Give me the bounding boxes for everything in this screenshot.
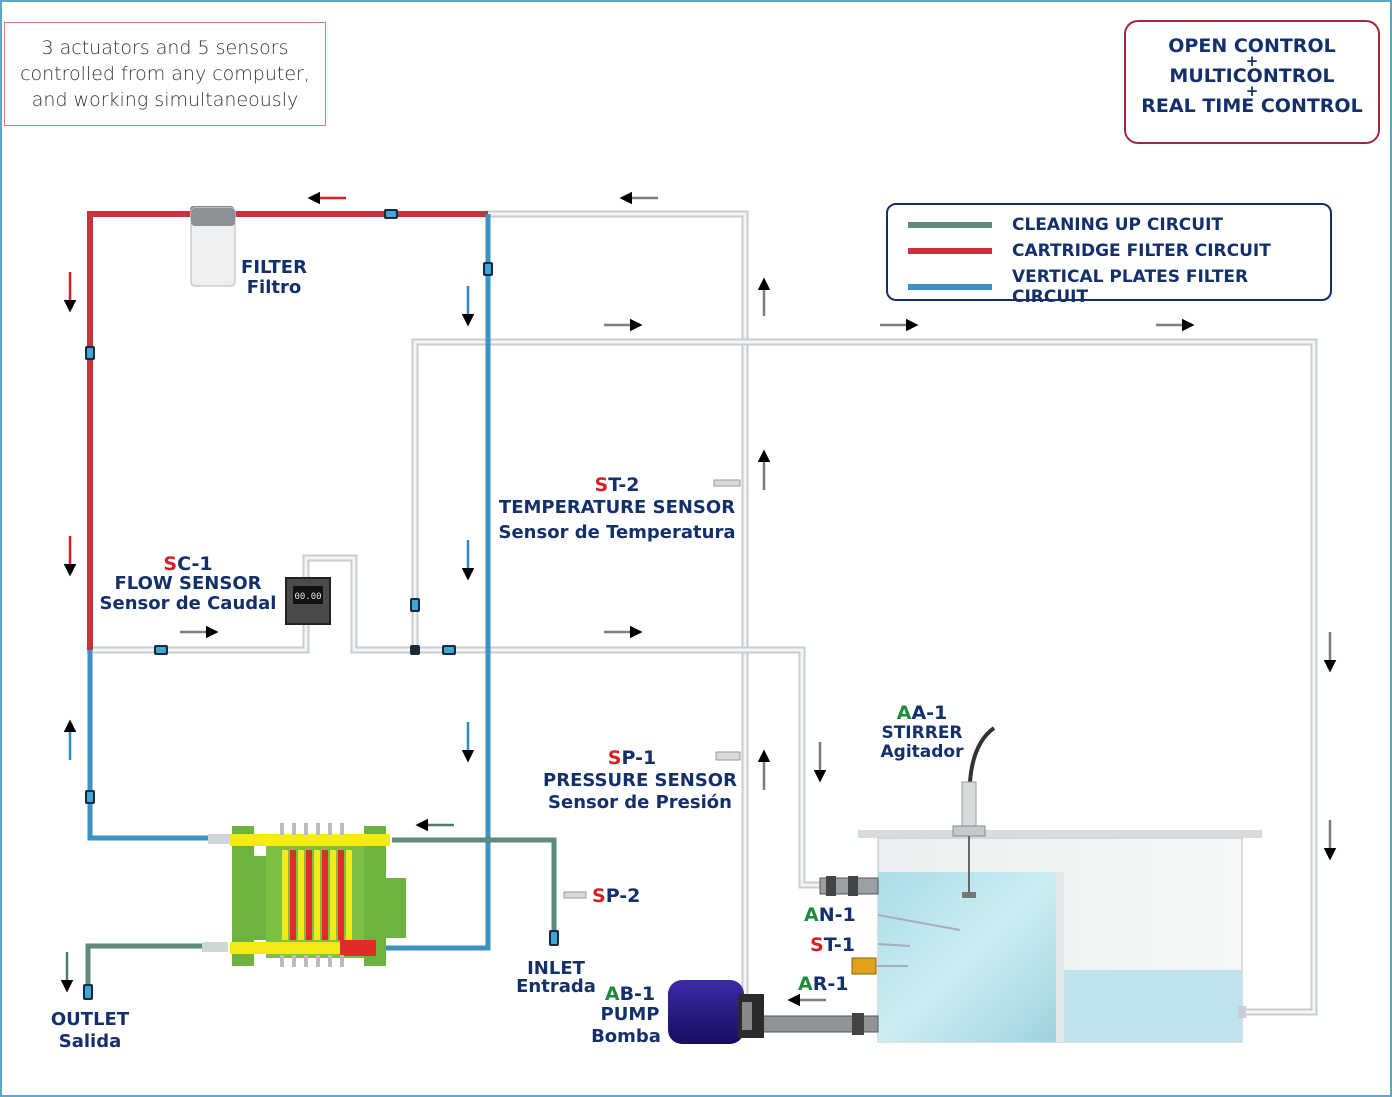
flow-sensor-device: 00.00 (285, 577, 331, 625)
ab1-en: PUMP (601, 1004, 660, 1025)
cleaning-circuit (85, 837, 557, 998)
filter-label-es: Filtro (247, 277, 301, 298)
note-line-1: 3 actuators and 5 sensors (41, 37, 289, 59)
ab1-label: AB-1 PUMP Bomba (591, 983, 661, 1047)
sc1-label: SC-1 FLOW SENSOR Sensor de Caudal (100, 553, 277, 614)
info-note: 3 actuators and 5 sensors controlled fro… (4, 22, 326, 126)
st2-label: ST-2 TEMPERATURE SENSOR Sensor de Temper… (499, 474, 736, 543)
ar1-code: R-1 (813, 973, 849, 995)
cartridge-filter (190, 207, 236, 287)
ar1-label: AR-1 (798, 973, 848, 995)
an1-label: AN-1 (804, 904, 856, 926)
ab1-prefix: A (605, 983, 620, 1005)
sensor-stubs (563, 479, 741, 899)
inlet-label: INLET Entrada (516, 958, 596, 997)
filter-label-en: FILTER (241, 257, 307, 278)
st2-es: Sensor de Temperatura (499, 522, 736, 543)
sp1-label: SP-1 PRESSURE SENSOR Sensor de Presión (543, 747, 737, 813)
control-plus-1: + (1245, 52, 1259, 70)
svg-text:AR-1: AR-1 (798, 973, 848, 995)
sp1-prefix: S (608, 747, 622, 769)
legend-label-cartridge: CARTRIDGE FILTER CIRCUIT (1012, 241, 1271, 261)
flow-arrows-grey (180, 191, 1337, 1007)
st1-prefix: S (810, 934, 824, 956)
sp1-es: Sensor de Presión (548, 792, 732, 813)
sp2-label: SP-2 (592, 885, 640, 907)
ab1-es: Bomba (591, 1026, 661, 1047)
sc1-code: C-1 (177, 553, 213, 575)
legend-label-plates: VERTICAL PLATES FILTER CIRCUIT (1011, 267, 1249, 307)
svg-text:AB-1: AB-1 (605, 983, 655, 1005)
svg-text:AA-1: AA-1 (897, 702, 948, 724)
legend-item-plates: VERTICAL PLATES FILTER CIRCUIT (908, 267, 1330, 307)
svg-text:ST-2: ST-2 (595, 474, 640, 496)
note-line-3: and working simultaneously (31, 89, 299, 111)
control-modes-box: OPEN CONTROL + MULTICONTROL + REAL TIME … (1124, 20, 1380, 144)
inlet-en: INLET (527, 958, 586, 979)
ab1-code: B-1 (620, 983, 656, 1005)
svg-text:ST-1: ST-1 (810, 934, 855, 956)
sp1-en: PRESSURE SENSOR (543, 770, 737, 791)
control-open: OPEN CONTROL (1168, 35, 1336, 57)
grey-pipes (86, 210, 1318, 1024)
legend-label-cleaning: CLEANING UP CIRCUIT (1012, 215, 1224, 235)
outlet-label: OUTLET Salida (51, 1009, 130, 1052)
svg-text:SC-1: SC-1 (163, 553, 212, 575)
sc1-en: FLOW SENSOR (115, 573, 262, 594)
svg-text:00.00: 00.00 (294, 592, 321, 602)
legend-swatch-plates (908, 284, 992, 290)
legend: CLEANING UP CIRCUIT CARTRIDGE FILTER CIR… (886, 203, 1332, 307)
flow-arrows-green (60, 818, 454, 993)
ar1-prefix: A (798, 973, 813, 995)
plate-filter-press (202, 823, 406, 967)
st1-code: T-1 (824, 934, 855, 956)
aa1-en: STIRRER (881, 723, 962, 743)
st2-code: T-2 (608, 474, 639, 496)
sp1-code: P-1 (621, 747, 656, 769)
tank (759, 726, 1262, 1043)
sc1-prefix: S (163, 553, 177, 575)
sp2-prefix: S (592, 885, 606, 907)
sp2-code: P-2 (606, 885, 641, 907)
inlet-es: Entrada (516, 976, 596, 997)
flow-arrows-blue (63, 286, 475, 763)
svg-text:AN-1: AN-1 (804, 904, 856, 926)
legend-item-cartridge: CARTRIDGE FILTER CIRCUIT (908, 241, 1271, 261)
an1-prefix: A (804, 904, 819, 926)
legend-item-cleaning: CLEANING UP CIRCUIT (908, 215, 1223, 235)
svg-text:SP-2: SP-2 (592, 885, 640, 907)
sc1-es: Sensor de Caudal (100, 593, 277, 614)
flow-arrows-red (63, 191, 346, 577)
pump (668, 980, 764, 1044)
svg-text:SP-1: SP-1 (608, 747, 656, 769)
aa1-prefix: A (897, 702, 912, 724)
an1-code: N-1 (819, 904, 856, 926)
control-multi: MULTICONTROL (1169, 65, 1335, 87)
note-line-2: controlled from any computer, (20, 63, 310, 85)
legend-swatch-cleaning (908, 222, 992, 228)
st1-label: ST-1 (810, 934, 855, 956)
outlet-es: Salida (59, 1031, 121, 1052)
filter-label: FILTER Filtro (241, 257, 307, 298)
st2-en: TEMPERATURE SENSOR (499, 497, 735, 518)
st2-prefix: S (595, 474, 609, 496)
aa1-label: AA-1 STIRRER Agitador (881, 702, 965, 762)
aa1-code: A-1 (911, 702, 947, 724)
control-plus-2: + (1245, 82, 1259, 100)
legend-swatch-cartridge (908, 248, 992, 254)
control-realtime: REAL TIME CONTROL (1141, 95, 1363, 117)
outlet-en: OUTLET (51, 1009, 130, 1030)
plates-circuit (87, 214, 491, 951)
aa1-es: Agitador (881, 742, 965, 762)
